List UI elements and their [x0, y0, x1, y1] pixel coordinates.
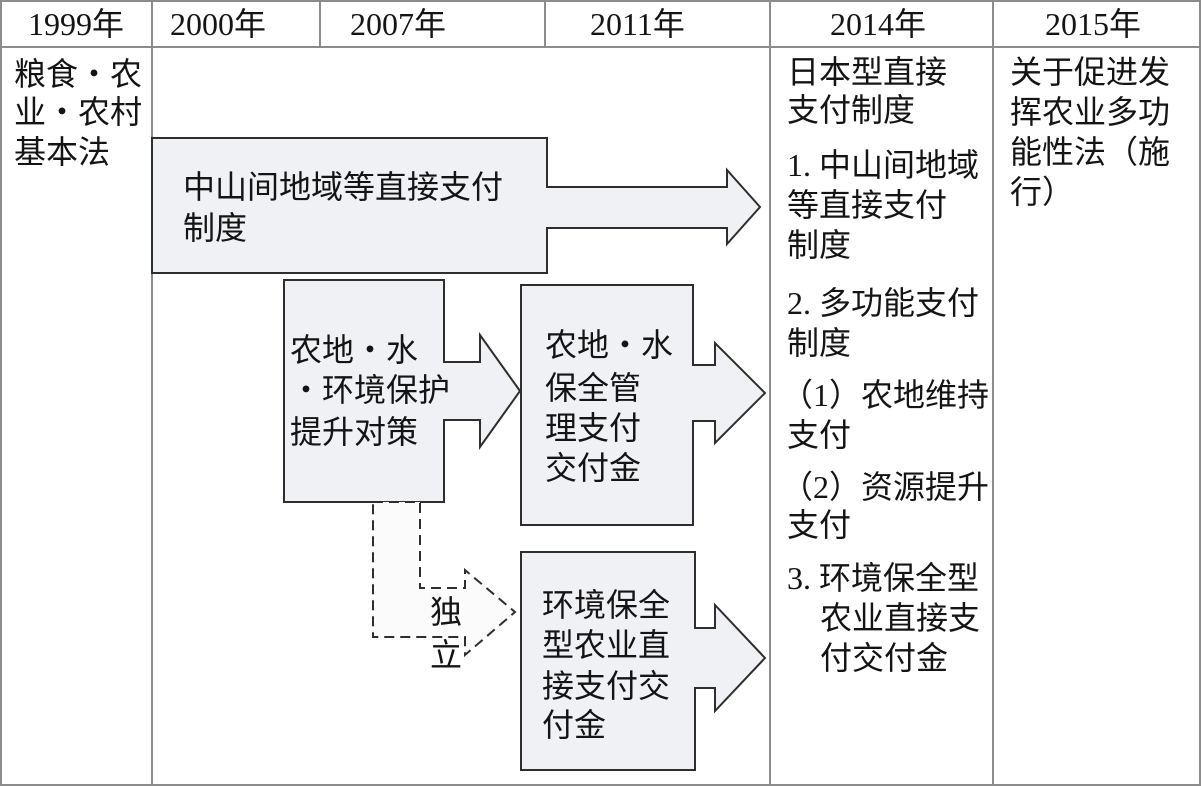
year-header-2015: 2015年 [1045, 6, 1142, 42]
direct-payment-system-title: 支付制度 [787, 92, 916, 128]
multifunction-law-line: 挥农业多功 [1010, 94, 1171, 130]
multifunction-law-line: 行） [1010, 174, 1075, 210]
basic-law-line: 业・农村 [14, 94, 143, 130]
land-water-conservation-grant-label: 农地・水 [545, 327, 674, 363]
env-conservation-agri-grant-arrow [520, 551, 767, 771]
payment-item-2-1: （1）农地维持 [781, 377, 990, 413]
direct-payment-system-title: 日本型直接 [787, 54, 948, 90]
payment-item-2-2: 支付 [787, 507, 852, 543]
land-water-conservation-grant-label: 理支付 [545, 410, 642, 446]
independent-label: 独 [430, 594, 463, 630]
year-header-2014: 2014年 [830, 6, 927, 42]
land-water-conservation-grant-arrow [520, 284, 767, 526]
env-conservation-agri-grant-label: 接支付交 [542, 668, 671, 704]
payment-item-1: 1. 中山间地域 [787, 147, 980, 183]
multifunction-law-line: 能性法（施 [1010, 134, 1171, 170]
basic-law-line: 粮食・农 [14, 56, 143, 92]
land-water-env-measures-label: ・环境保护 [290, 372, 451, 408]
land-water-env-measures-label: 农地・水 [290, 332, 419, 368]
env-conservation-agri-grant-label: 型农业直 [542, 627, 671, 663]
payment-item-3: 3. 环境保全型 [787, 560, 980, 596]
env-conservation-agri-grant-label: 付金 [542, 707, 607, 743]
land-water-conservation-grant-label: 保全管 [545, 370, 642, 406]
year-header-2000: 2000年 [170, 6, 267, 42]
mountain-area-payment-label: 中山间地域等直接支付 [183, 169, 504, 205]
basic-law-line: 基本法 [14, 134, 111, 170]
year-header-2011: 2011年 [590, 6, 685, 42]
payment-item-2: 2. 多功能支付 [787, 285, 980, 321]
land-water-conservation-grant-label: 交付金 [545, 450, 642, 486]
env-conservation-agri-grant-label: 环境保全 [542, 587, 671, 623]
payment-item-3: 农业直接支 [820, 600, 981, 636]
year-header-1999: 1999年 [28, 6, 125, 42]
land-water-env-measures-label: 提升对策 [290, 414, 419, 450]
independent-dashed-arrow [372, 501, 517, 658]
mountain-area-payment-arrow [151, 137, 762, 274]
independent-label: 立 [430, 637, 463, 673]
payment-item-2: 制度 [787, 325, 852, 361]
year-header-2007: 2007年 [350, 6, 447, 42]
payment-item-2-1: 支付 [787, 417, 852, 453]
payment-item-1: 等直接支付 [787, 187, 948, 223]
payment-item-2-2: （2）资源提升 [781, 469, 990, 505]
multifunction-law-line: 关于促进发 [1010, 54, 1171, 90]
payment-item-1: 制度 [787, 227, 852, 263]
mountain-area-payment-label: 制度 [183, 210, 248, 246]
payment-item-3: 付交付金 [820, 640, 949, 676]
